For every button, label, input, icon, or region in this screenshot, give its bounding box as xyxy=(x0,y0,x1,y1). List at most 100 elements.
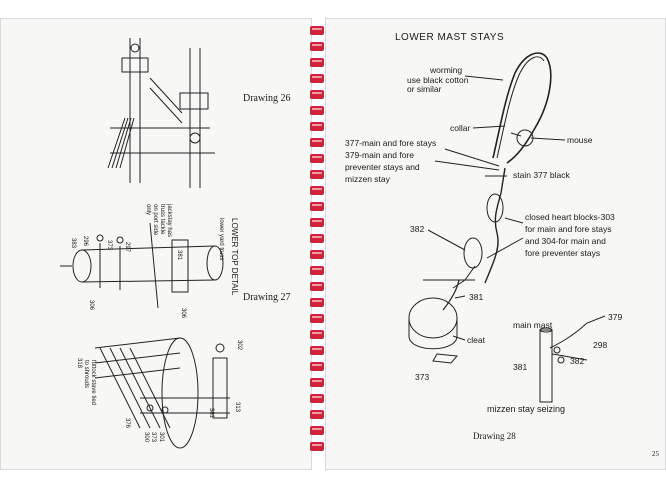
cleat-label: cleat xyxy=(467,335,486,345)
spiral-coil-highlight xyxy=(312,60,322,62)
spiral-coil-highlight xyxy=(312,172,322,174)
spiral-coil xyxy=(310,442,324,451)
lower-yard-truss-label: lower yard truss xyxy=(218,218,224,260)
spiral-coil-highlight xyxy=(312,268,322,270)
right-page-title: LOWER MAST STAYS xyxy=(395,32,504,43)
stay-eye-sketch xyxy=(452,52,552,289)
stay-list-line-3: preventer stays and xyxy=(345,162,420,172)
spiral-coil-highlight xyxy=(312,252,322,254)
spiral-coil xyxy=(310,202,324,211)
label-373-lower: 373 xyxy=(150,432,156,443)
spiral-coil-highlight xyxy=(312,204,322,206)
right-page-drawings: LOWER MAST STAYS worming use black cotto… xyxy=(345,32,660,458)
spiral-coil xyxy=(310,362,324,371)
spiral-coil-highlight xyxy=(312,28,322,30)
spiral-coil xyxy=(310,266,324,275)
spiral-coil xyxy=(310,250,324,259)
stay-list-line-4: mizzen stay xyxy=(345,174,391,184)
label-300: 300 xyxy=(143,432,149,443)
futtock-sketch xyxy=(94,337,230,449)
spiral-coil xyxy=(310,186,324,195)
spiral-coil xyxy=(310,394,324,403)
heart-blocks-line-4: fore preventer stays xyxy=(525,248,600,258)
spiral-coil xyxy=(310,282,324,291)
worming-note-line-2: use black cotton xyxy=(407,75,469,85)
spiral-coil xyxy=(310,138,324,147)
label-373: 373 xyxy=(106,240,112,251)
heart-blocks-line-2: for main and fore stays xyxy=(525,224,611,234)
jackstay-note-line-2: truss tackle xyxy=(159,204,165,235)
mouse-label: mouse xyxy=(567,135,593,145)
spiral-coil xyxy=(310,234,324,243)
left-page-drawings: Drawing 26 LOWER TOP DETAIL lower yard t… xyxy=(60,38,291,449)
spiral-coil-highlight xyxy=(312,316,322,318)
spiral-coil xyxy=(310,426,324,435)
label-306: 306 xyxy=(88,300,94,311)
mizzen-seizing-sketch xyxy=(539,315,606,403)
spiral-coil-highlight xyxy=(312,76,322,78)
heart-blocks-line-1: closed heart blocks-303 xyxy=(525,212,615,222)
label-296: 296 xyxy=(82,236,88,247)
spiral-coil xyxy=(310,170,324,179)
mizzen-seizing-caption: mizzen stay seizing xyxy=(487,404,565,414)
spiral-coil xyxy=(310,122,324,131)
spiral-coil-highlight xyxy=(312,412,322,414)
jackstay-note-line-4: only xyxy=(145,204,151,215)
drawing-26-caption: Drawing 26 xyxy=(243,93,291,104)
label-376: 376 xyxy=(124,418,130,429)
spiral-coil-highlight xyxy=(312,220,322,222)
stay-list-line-2: 379-main and fore xyxy=(345,150,414,160)
futtock-note-line-2: to shrouds xyxy=(83,360,89,388)
spiral-coil xyxy=(310,42,324,51)
label-306-lower: 306 xyxy=(180,308,186,319)
worming-label: worming xyxy=(429,65,462,75)
spiral-coil-highlight xyxy=(312,156,322,158)
label-318: 318 xyxy=(76,358,82,369)
spiral-coil-highlight xyxy=(312,108,322,110)
jackstay-note-line-3: on port side xyxy=(152,204,158,236)
spiral-coil xyxy=(310,74,324,83)
main-mast-label: main mast xyxy=(513,320,553,330)
label-381: 381 xyxy=(176,250,182,261)
label-313: 313 xyxy=(234,402,240,413)
spiral-coil-highlight xyxy=(312,284,322,286)
right-page: LOWER MAST STAYS worming use black cotto… xyxy=(325,18,666,470)
jackstay-note-line-1: jackstay has xyxy=(166,203,172,237)
spiral-coil xyxy=(310,346,324,355)
worming-note-line-3: or similar xyxy=(407,84,442,94)
spiral-coil-highlight xyxy=(312,428,322,430)
spiral-coil-highlight xyxy=(312,140,322,142)
drawing-28-caption: Drawing 28 xyxy=(473,431,516,441)
futtock-note-line-1: futtock stave tied xyxy=(90,360,96,405)
spiral-coil-highlight xyxy=(312,236,322,238)
label-298: 298 xyxy=(593,340,607,350)
drawing-27-sketch xyxy=(60,222,224,309)
spiral-coil-highlight xyxy=(312,188,322,190)
drawing-27-caption: Drawing 27 xyxy=(243,292,291,303)
label-297: 297 xyxy=(124,242,130,253)
collar-label: collar xyxy=(450,123,470,133)
label-382-heart: 382 xyxy=(410,224,424,234)
spiral-coil xyxy=(310,330,324,339)
spiral-coil-highlight xyxy=(312,364,322,366)
stay-list-line-1: 377-main and fore stays xyxy=(345,138,436,148)
spiral-coil xyxy=(310,154,324,163)
spiral-coil-highlight xyxy=(312,396,322,398)
label-381-cleat: 381 xyxy=(469,292,483,302)
spiral-coil xyxy=(310,298,324,307)
label-383: 383 xyxy=(70,238,76,249)
drawing-26-sketch xyxy=(107,38,215,188)
label-379: 379 xyxy=(608,312,622,322)
label-373-cleat: 373 xyxy=(415,372,429,382)
spiral-coil-highlight xyxy=(312,124,322,126)
label-301: 301 xyxy=(158,432,164,443)
spiral-coil xyxy=(310,314,324,323)
spiral-coil-highlight xyxy=(312,44,322,46)
spiral-coil-highlight xyxy=(312,332,322,334)
spiral-coil-highlight xyxy=(312,380,322,382)
stain-label: stain 377 black xyxy=(513,170,570,180)
spiral-coil-highlight xyxy=(312,348,322,350)
heart-blocks-line-3: and 304-for main and xyxy=(525,236,606,246)
label-381-lower: 381 xyxy=(208,408,214,419)
